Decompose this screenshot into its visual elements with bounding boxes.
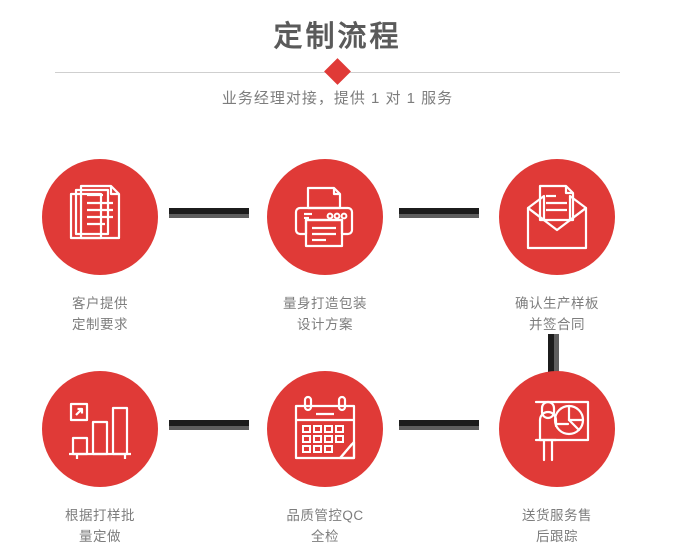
connector-bar-dark — [399, 208, 479, 214]
flow-step-2-label: 量身打造包装 设计方案 — [283, 296, 367, 332]
flow-step-4-label: 根据打样批 量定做 — [65, 508, 135, 544]
printer-icon — [294, 186, 354, 248]
documents-stack-icon — [69, 184, 121, 240]
flow-step-5-label: 品质管控QC 全检 — [286, 508, 364, 544]
envelope-letter-icon — [526, 184, 588, 250]
connector-bar-gray — [399, 214, 479, 218]
connector-step5-step6 — [399, 420, 479, 430]
connector-bar-gray — [169, 426, 249, 430]
connector-step2-step3 — [399, 208, 479, 218]
page-title: 定制流程 — [273, 21, 402, 53]
flow-step-6: 送货服务售 后跟踪 — [499, 371, 615, 547]
page-subtitle: 业务经理对接，提供 1 对 1 服务 — [221, 90, 454, 107]
flow-step-4: 根据打样批 量定做 — [42, 371, 158, 547]
flow-step-2-circle — [267, 159, 383, 275]
flow-step-5-circle — [267, 371, 383, 487]
flow-step-6-circle — [499, 371, 615, 487]
connector-bar-dark — [169, 208, 249, 214]
flow-step-6-label: 送货服务售 后跟踪 — [522, 508, 592, 544]
connector-bar-gray — [554, 334, 559, 372]
flow-step-3-circle — [499, 159, 615, 275]
diamond-marker-icon — [324, 58, 351, 85]
flow-step-3: 确认生产样板 并签合同 — [499, 159, 615, 335]
calendar-icon — [294, 395, 356, 460]
connector-bar-gray — [169, 214, 249, 218]
flow-step-4-circle — [42, 371, 158, 487]
connector-bar-dark — [169, 420, 249, 426]
flow-step-1-circle — [42, 159, 158, 275]
flow-step-5: 品质管控QC 全检 — [267, 371, 383, 547]
flow-step-2: 量身打造包装 设计方案 — [267, 159, 383, 335]
connector-bar-dark — [548, 334, 554, 372]
flow-step-1-label: 客户提供 定制要求 — [72, 296, 128, 332]
flow-step-1: 客户提供 定制要求 — [42, 159, 158, 335]
presenter-pie-chart-icon — [534, 400, 590, 462]
flow-step-3-label: 确认生产样板 并签合同 — [515, 296, 599, 332]
connector-bar-gray — [399, 426, 479, 430]
connector-step3-step6 — [548, 334, 559, 372]
connector-bar-dark — [399, 420, 479, 426]
connector-step1-step2 — [169, 208, 249, 218]
bar-chart-growth-icon — [69, 402, 131, 459]
connector-step4-step5 — [169, 420, 249, 430]
